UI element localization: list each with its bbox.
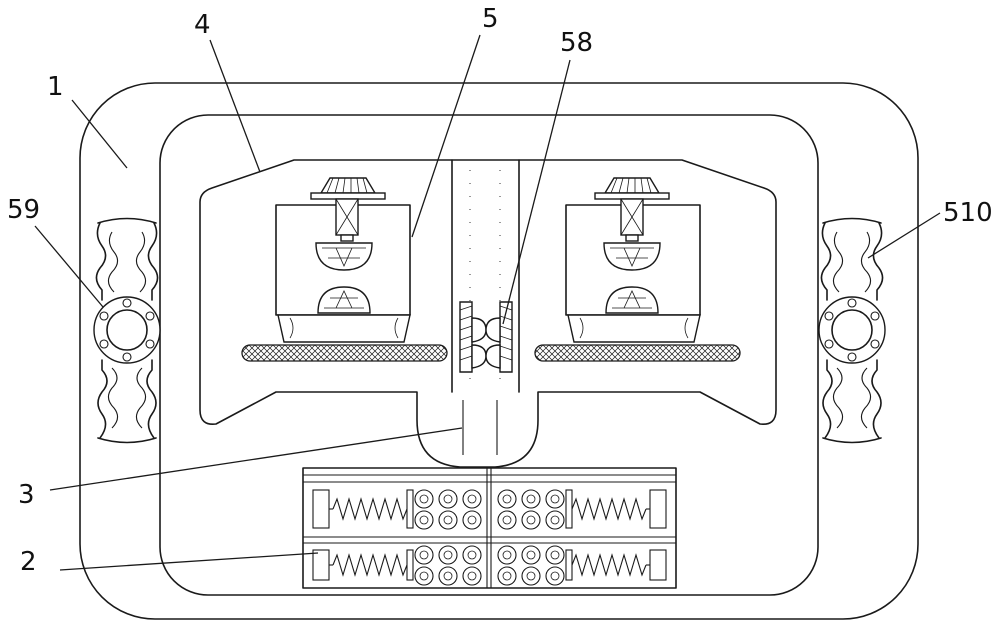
left-bracket (241, 177, 448, 362)
leader-1 (71, 99, 128, 169)
leader-3 (49, 427, 463, 491)
label-frame: 1 (47, 72, 64, 102)
label-center-gear: 58 (560, 28, 593, 58)
outer-frame (79, 82, 919, 620)
label-housing: 4 (194, 10, 211, 40)
left-wheel (93, 217, 161, 444)
reference-labels: 1 2 3 4 5 58 59 510 (7, 4, 993, 577)
label-bracket: 5 (482, 4, 499, 34)
spring-box (302, 467, 677, 589)
rollers (414, 489, 565, 586)
right-wheel (818, 217, 886, 444)
leader-58 (502, 59, 571, 325)
center-gear (459, 301, 513, 373)
right-bracket (534, 177, 741, 362)
leader-lines (34, 34, 941, 571)
label-spring-box: 2 (20, 547, 37, 577)
leader-4 (209, 39, 261, 173)
housing (199, 159, 777, 468)
label-post: 3 (18, 480, 35, 510)
leader-510 (867, 212, 941, 259)
leader-2 (59, 552, 319, 571)
label-right-wheel: 510 (943, 198, 993, 228)
leader-59 (34, 225, 104, 308)
leader-5 (411, 34, 481, 238)
label-left-wheel: 59 (7, 195, 40, 225)
